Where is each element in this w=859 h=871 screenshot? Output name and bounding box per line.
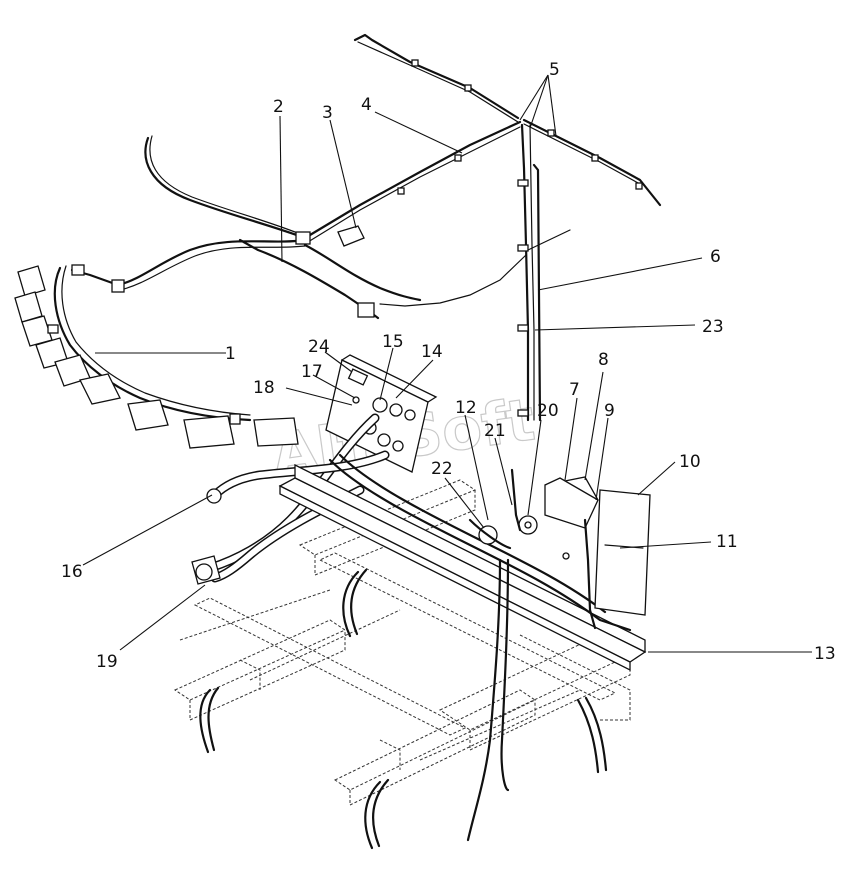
callout-23: 23	[702, 317, 724, 337]
callout-3: 3	[322, 103, 333, 123]
callout-7: 7	[569, 380, 580, 400]
frame-tines	[199, 568, 608, 850]
callout-18: 18	[253, 378, 275, 398]
work-lights	[14, 264, 299, 449]
upper-light-harness	[303, 33, 662, 422]
callout-24: 24	[308, 337, 330, 357]
callout-5: 5	[549, 60, 560, 80]
callout-11: 11	[716, 532, 738, 552]
callout-labels: 1 2 3 4 5 6 7 8 9 10 11 12 13 14 15 16 1…	[61, 60, 836, 672]
electronic-modules	[466, 468, 651, 842]
callout-2: 2	[273, 97, 284, 117]
callout-15: 15	[382, 332, 404, 352]
leader-lines	[82, 74, 812, 653]
callout-4: 4	[361, 95, 372, 115]
main-cables	[191, 413, 390, 585]
left-light-harness	[53, 135, 422, 422]
callout-10: 10	[679, 452, 701, 472]
callout-13: 13	[814, 644, 836, 664]
callout-21: 21	[484, 421, 506, 441]
callout-12: 12	[455, 398, 477, 418]
callout-8: 8	[598, 350, 609, 370]
callout-17: 17	[301, 362, 323, 382]
callout-1: 1	[225, 344, 236, 364]
callout-20: 20	[537, 401, 559, 421]
callout-6: 6	[710, 247, 721, 267]
callout-16: 16	[61, 562, 83, 582]
callout-14: 14	[421, 342, 443, 362]
callout-22: 22	[431, 459, 453, 479]
junction-box-3	[337, 225, 365, 247]
callout-19: 19	[96, 652, 118, 672]
callout-9: 9	[604, 401, 615, 421]
